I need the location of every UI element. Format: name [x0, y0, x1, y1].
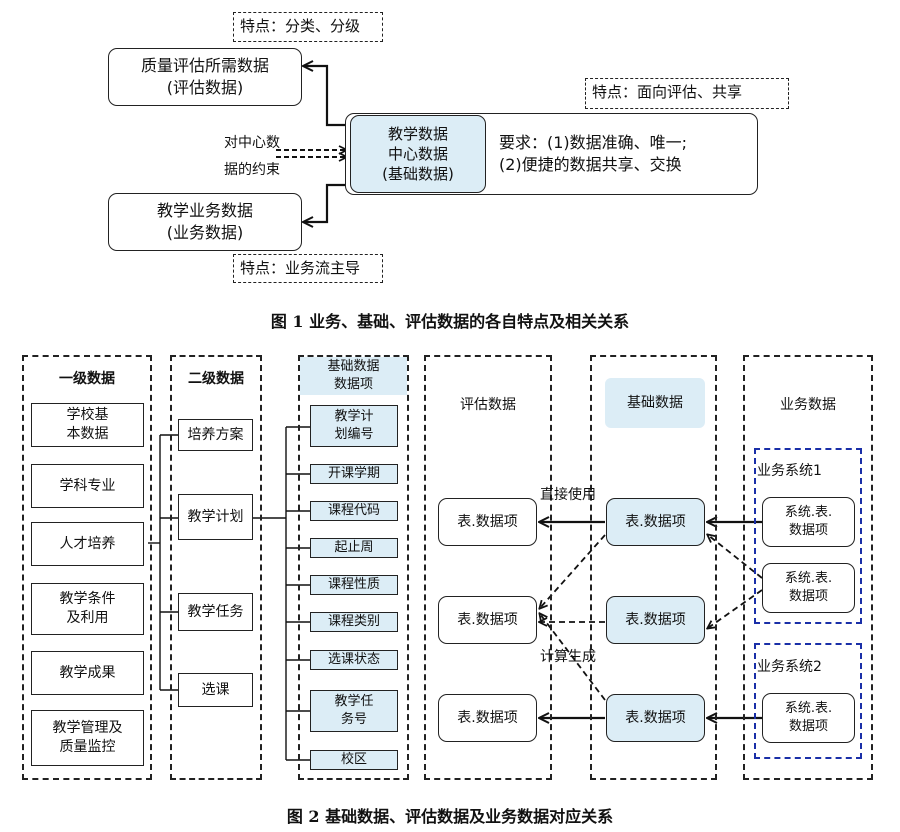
fig1-arrows — [304, 66, 350, 222]
figure1-caption: 图 1 业务、基础、评估数据的各自特点及相关关系 — [270, 312, 630, 331]
business-system-2-frame — [754, 643, 862, 759]
constraint-label: 对中心数据的约束 — [224, 135, 280, 178]
base-data-column — [590, 355, 717, 780]
assessment-table-item-1: 表.数据项 — [438, 498, 537, 546]
note-business-flow: 特点：业务流主导 — [233, 254, 383, 283]
business-data-column — [743, 355, 873, 780]
base-data-items-column — [298, 355, 409, 780]
level2-data-column — [170, 355, 262, 780]
business-system-2-label: 业务系统2 — [757, 659, 822, 675]
note-assessment-sharing: 特点：面向评估、共享 — [585, 78, 789, 109]
level1-data-column — [22, 355, 152, 780]
base-table-item-3: 表.数据项 — [606, 694, 705, 742]
teaching-plan: 教学计划 — [178, 494, 253, 540]
fig1-dashed-arrows — [276, 150, 346, 157]
calc-generate-label: 计算生成 — [540, 649, 596, 665]
assessment-data-title: 评估数据 — [460, 397, 516, 413]
figure2-caption: 图 2 基础数据、评估数据及业务数据对应关系 — [286, 807, 614, 826]
course-selection: 选课 — [178, 673, 253, 707]
business-system-1-frame — [754, 448, 862, 624]
teaching-task: 教学任务 — [178, 593, 253, 631]
system-table-item-3: 系统.表.数据项 — [762, 693, 855, 743]
base-table-item-1: 表.数据项 — [606, 498, 705, 546]
tree-col1-col2 — [148, 434, 178, 691]
base-table-item-2: 表.数据项 — [606, 596, 705, 644]
business-system-1-label: 业务系统1 — [757, 463, 822, 479]
base-data-items-title: 基础数据数据项 — [300, 357, 407, 395]
teaching-management-quality: 教学管理及质量监控 — [31, 710, 144, 766]
course-semester: 开课学期 — [310, 464, 398, 484]
teaching-center-data-box: 教学数据中心数据(基础数据) — [350, 115, 486, 193]
assessment-table-item-3: 表.数据项 — [438, 694, 537, 742]
teaching-business-data-box: 教学业务数据(业务数据) — [108, 193, 302, 251]
direct-use-label: 直接使用 — [540, 487, 596, 503]
assessment-table-item-2: 表.数据项 — [438, 596, 537, 644]
discipline-major: 学科专业 — [31, 464, 144, 508]
course-code: 课程代码 — [310, 501, 398, 521]
business-data-title: 业务数据 — [780, 397, 836, 413]
start-end-week: 起止周 — [310, 538, 398, 558]
teaching-conditions: 教学条件及利用 — [31, 583, 144, 635]
assessment-data-column — [424, 355, 552, 780]
note-classification: 特点：分类、分级 — [233, 12, 383, 42]
base-data-title: 基础数据 — [605, 378, 705, 428]
campus: 校区 — [310, 750, 398, 770]
talent-cultivation: 人才培养 — [31, 522, 144, 566]
course-category: 课程类别 — [310, 612, 398, 632]
teaching-plan-id: 教学计划编号 — [310, 405, 398, 447]
quality-assessment-data-box: 质量评估所需数据(评估数据) — [108, 48, 302, 106]
selection-status: 选课状态 — [310, 650, 398, 670]
course-nature: 课程性质 — [310, 575, 398, 595]
system-table-item-1: 系统.表.数据项 — [762, 497, 855, 547]
school-basic-data: 学校基本数据 — [31, 403, 144, 447]
level1-data-title: 一级数据 — [59, 371, 115, 387]
system-table-item-2: 系统.表.数据项 — [762, 563, 855, 613]
training-program: 培养方案 — [178, 419, 253, 451]
teaching-task-id: 教学任务号 — [310, 690, 398, 732]
teaching-achievements: 教学成果 — [31, 651, 144, 695]
level2-data-title: 二级数据 — [188, 371, 244, 387]
